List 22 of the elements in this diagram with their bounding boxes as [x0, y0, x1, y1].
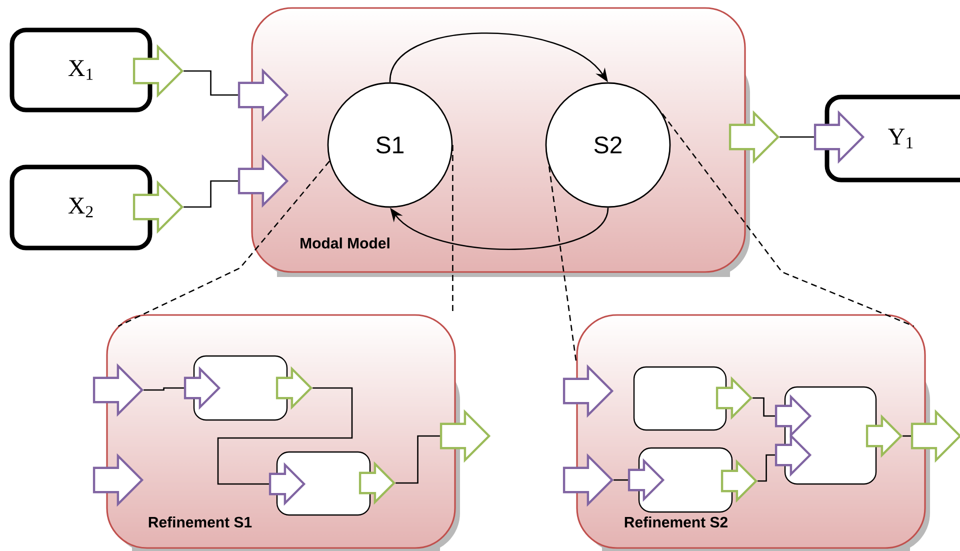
refinement-line: [118, 160, 330, 327]
connector-line: [780, 136, 814, 138]
refinement-line: [548, 166, 577, 362]
input-box: X$_{1}$: [10, 28, 152, 112]
transition-arrow: [390, 208, 609, 250]
input-box: X$_{2}$: [10, 164, 152, 250]
connector-line: [144, 387, 184, 391]
connector-line: [758, 454, 775, 482]
connector-line: [752, 397, 775, 417]
transition-arrow: [389, 32, 608, 82]
container-title: Modal Model: [300, 238, 390, 248]
container-title: Refinement S1: [148, 516, 252, 528]
connector-line: [184, 180, 238, 208]
connector-line: [184, 70, 238, 96]
connector-line: [614, 479, 628, 481]
container-title: Refinement S2: [624, 516, 728, 528]
refinement-line: [662, 113, 914, 327]
block-box: [633, 366, 727, 431]
connector-line: [902, 435, 911, 437]
connector-line: [217, 387, 353, 485]
connector-line: [396, 435, 440, 484]
output-box: Y$_{1}$: [824, 94, 960, 182]
